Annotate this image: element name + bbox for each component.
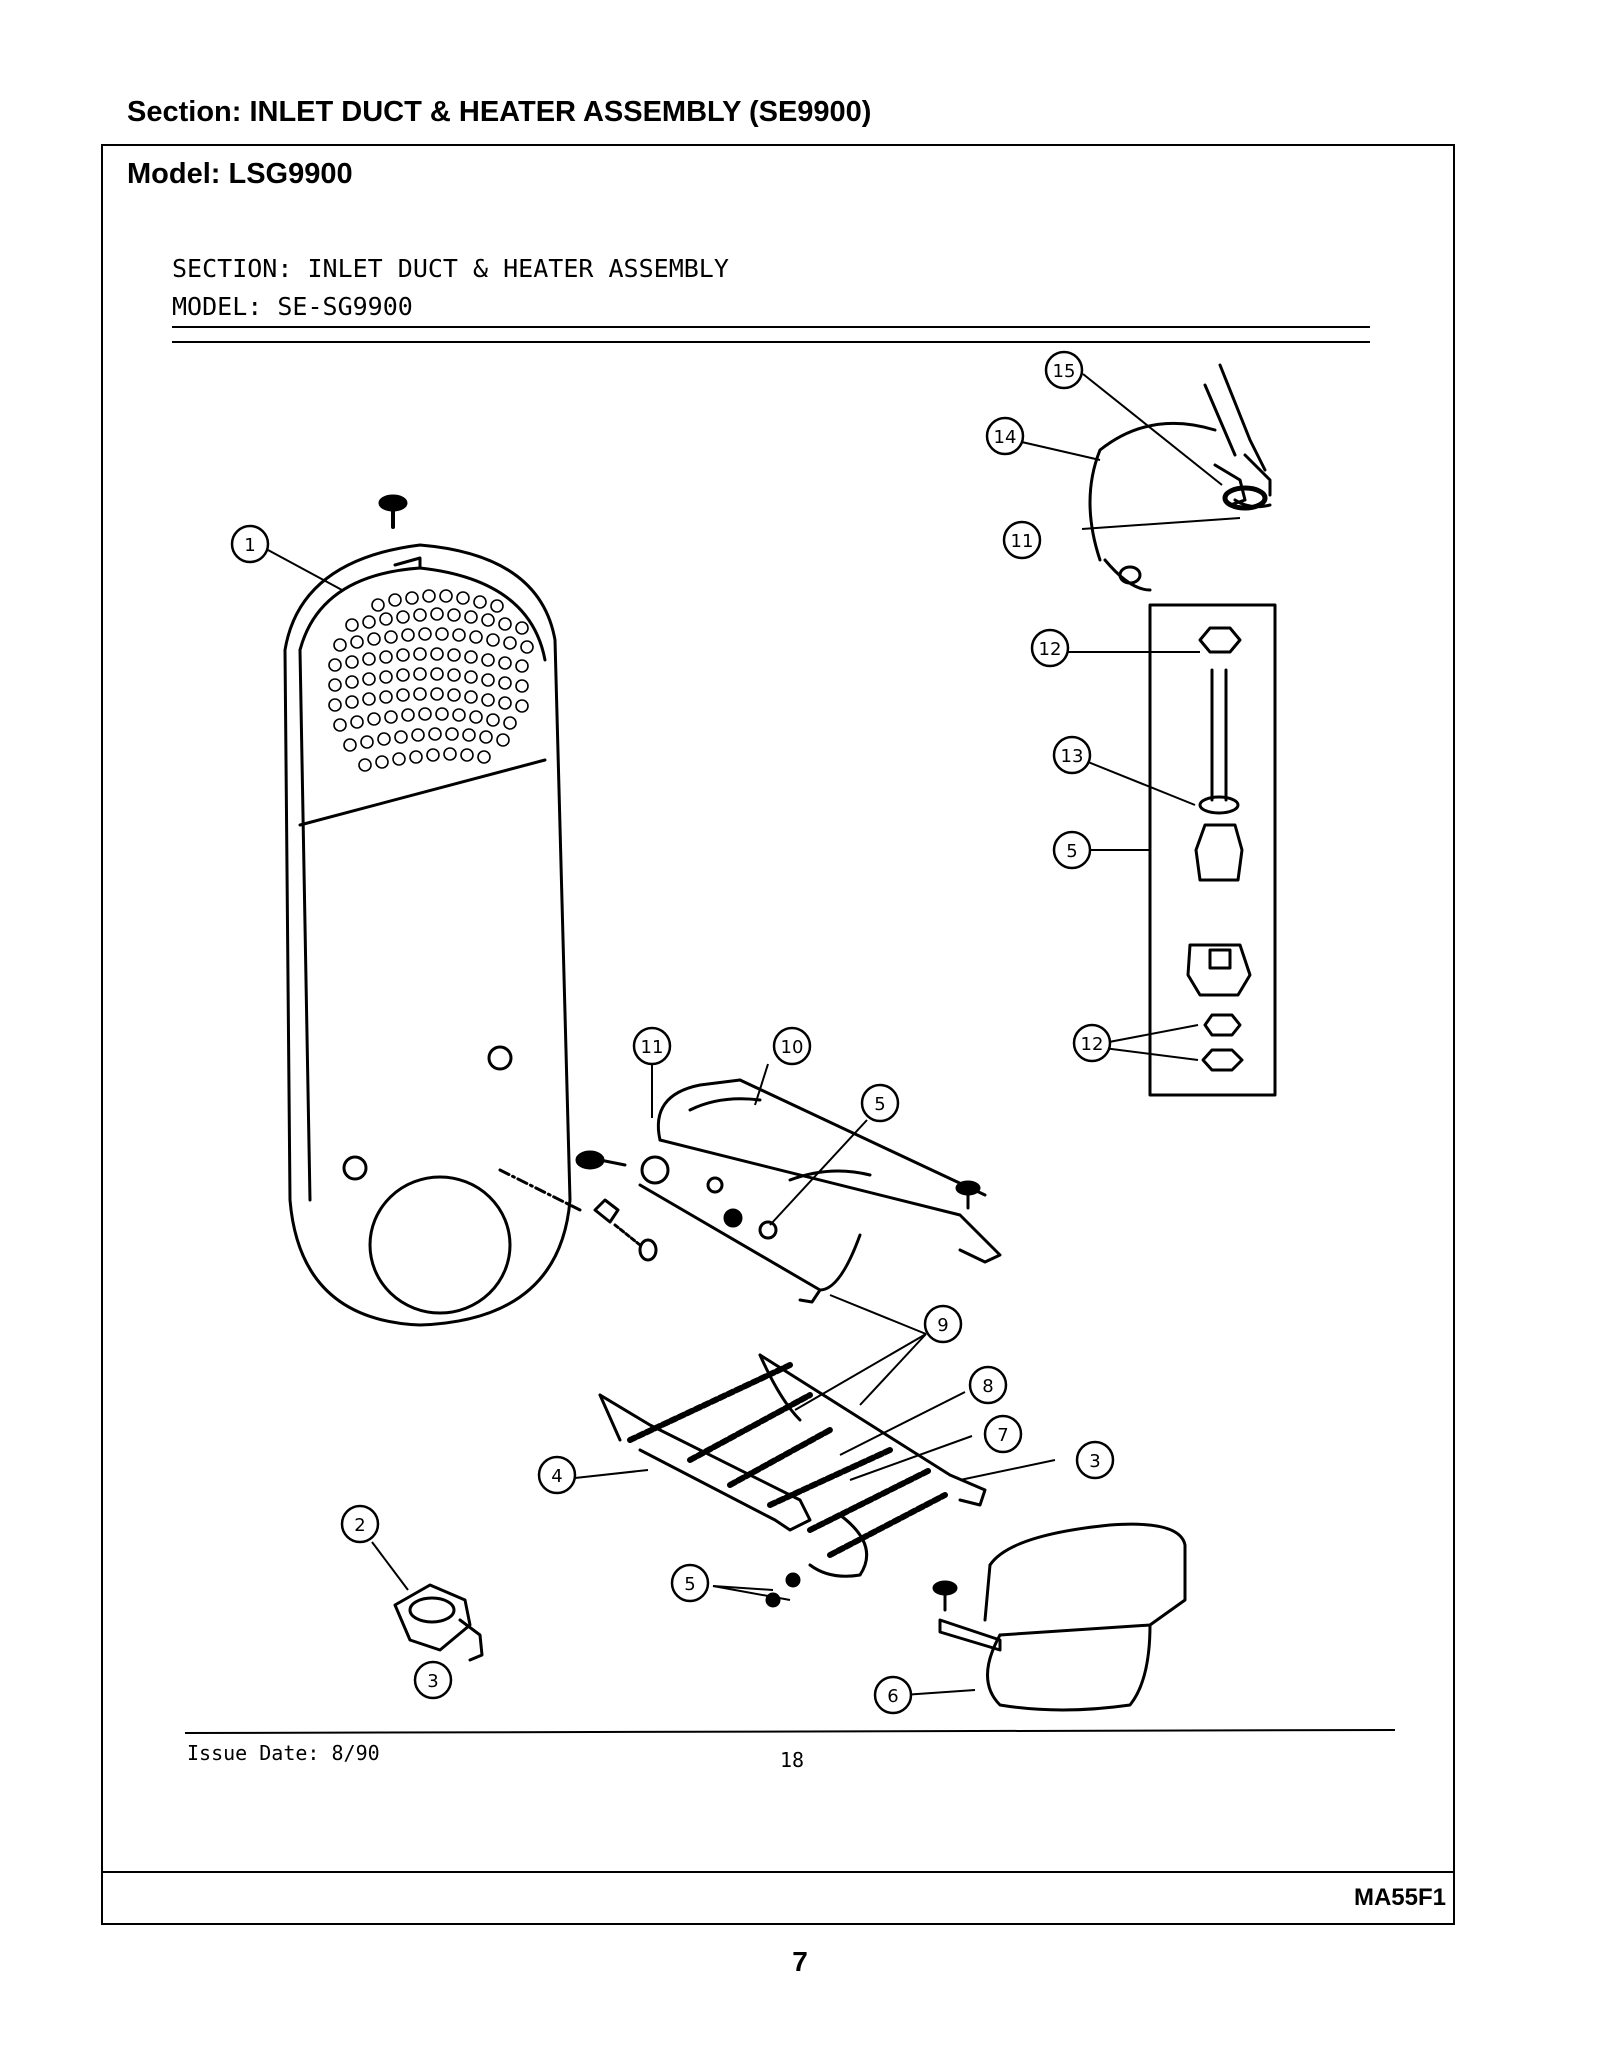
heater-element-assembly (598, 1353, 987, 1578)
section-label: Section: (127, 96, 242, 128)
svg-text:11: 11 (1011, 531, 1034, 552)
leader-lines (267, 373, 1241, 1696)
callout-11-housing: 11 (632, 1026, 672, 1066)
ground-screw (498, 1168, 658, 1262)
svg-text:3: 3 (1089, 1451, 1100, 1472)
callout-6: 6 (873, 1675, 913, 1715)
svg-text:8: 8 (982, 1376, 993, 1397)
callout-10: 10 (772, 1026, 812, 1066)
svg-text:1: 1 (244, 535, 255, 556)
callout-9: 9 (923, 1304, 963, 1344)
screw-cover (932, 1580, 958, 1612)
svg-text:13: 13 (1061, 746, 1084, 767)
callout-12-bottom: 12 (1072, 1023, 1112, 1063)
svg-text:5: 5 (874, 1094, 885, 1115)
callout-5-terminal: 5 (1052, 830, 1092, 870)
svg-text:5: 5 (684, 1574, 695, 1595)
callout-8: 8 (968, 1365, 1008, 1405)
svg-text:3: 3 (427, 1671, 438, 1692)
callout-3-element: 3 (1075, 1440, 1115, 1480)
callout-5-lower: 5 (670, 1563, 710, 1603)
heater-housing (638, 1078, 1002, 1304)
callout-3-thermostat: 3 (413, 1660, 453, 1700)
sheet-number: 18 (780, 1748, 804, 1772)
inlet-duct (283, 543, 572, 1327)
model-title: Model: LSG9900 (127, 158, 353, 191)
svg-text:9: 9 (937, 1315, 948, 1336)
callout-15: 15 (1044, 350, 1084, 390)
callout-7: 7 (983, 1414, 1023, 1454)
svg-text:6: 6 (887, 1686, 898, 1707)
section-value: INLET DUCT & HEATER ASSEMBLY (SE9900) (249, 96, 872, 128)
callout-14: 14 (985, 416, 1025, 456)
svg-text:5: 5 (1066, 841, 1077, 862)
callout-12-top: 12 (1030, 628, 1070, 668)
screw-duct-top (378, 494, 408, 529)
section-title: Section: INLET DUCT & HEATER ASSEMBLY (S… (127, 96, 871, 129)
callout-11-terminal: 11 (1002, 520, 1042, 560)
page-number: 7 (792, 1946, 808, 1977)
mount-bolt (575, 1150, 627, 1170)
page-frame (101, 144, 1455, 1925)
drawing-model-line: MODEL: SE-SG9900 (172, 292, 413, 321)
drawing-section-line: SECTION: INLET DUCT & HEATER ASSEMBLY (172, 254, 729, 283)
issue-date: Issue Date: 8/90 (187, 1741, 380, 1765)
hardware-small (640, 1155, 801, 1608)
callout-2: 2 (340, 1504, 380, 1544)
heater-cover (938, 1522, 1187, 1712)
svg-text:15: 15 (1053, 361, 1076, 382)
model-label: Model: (127, 158, 221, 190)
svg-text:11: 11 (641, 1037, 664, 1058)
svg-text:10: 10 (781, 1037, 804, 1058)
callout-5-housing: 5 (860, 1083, 900, 1123)
svg-text:4: 4 (551, 1466, 562, 1487)
drawing-footer-rule (184, 1729, 1396, 1734)
svg-text:12: 12 (1039, 639, 1062, 660)
screw-housing (955, 1180, 981, 1210)
svg-text:7: 7 (997, 1425, 1008, 1446)
thermostat (393, 1583, 484, 1662)
callout-4: 4 (537, 1455, 577, 1495)
callout-13: 13 (1052, 735, 1092, 775)
frame-divider (103, 1871, 1453, 1873)
svg-text:2: 2 (354, 1515, 365, 1536)
terminal-detail (1088, 363, 1277, 1097)
svg-text:14: 14 (994, 427, 1017, 448)
callout-1: 1 (230, 524, 270, 564)
document-code: MA55F1 (1353, 1884, 1446, 1911)
model-value: LSG9900 (228, 158, 353, 190)
svg-text:12: 12 (1081, 1034, 1104, 1055)
